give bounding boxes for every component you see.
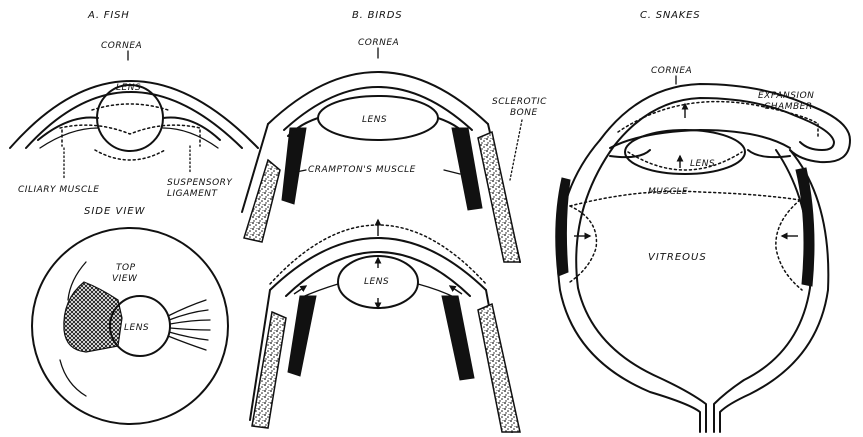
birds-cornea-label: CORNEA — [358, 38, 399, 48]
snakes-expansion-label: EXPANSION — [758, 91, 814, 101]
snakes-globe-right-inner — [714, 150, 810, 432]
snakes-vitreous-dotted-right — [776, 200, 802, 290]
fish-cornea-label: CORNEA — [101, 41, 142, 51]
birds-lower-cramptons-muscle-left — [288, 296, 316, 376]
birds-sclerotic-leader — [510, 120, 522, 180]
birds-bone-label: BONE — [510, 108, 538, 118]
fish-ciliary-label: CILIARY MUSCLE — [18, 185, 99, 195]
fish-dotted-muscle — [62, 130, 200, 146]
birds-cramptons-label: CRAMPTON'S MUSCLE — [308, 165, 416, 175]
snakes-vitreous-label: VITREOUS — [648, 252, 707, 263]
panel-snakes: C. SNAKES CORNEA LENS EXPANSION CHAMBER … — [556, 10, 850, 432]
birds-upper-sclerotic-bone-left — [244, 160, 280, 242]
birds-upper-sclerotic-bone-right — [478, 132, 520, 262]
snakes-lens-dotted — [628, 152, 742, 170]
birds-title: B. BIRDS — [352, 10, 402, 21]
snakes-iris-right-lip — [748, 150, 790, 157]
fish-top-view-lens-label: LENS — [124, 323, 149, 333]
snakes-chamber-label: CHAMBER — [764, 102, 813, 112]
fish-suspensory-label: SUSPENSORY — [167, 178, 233, 188]
birds-cramptons-leader-right — [444, 170, 460, 174]
birds-upper-cramptons-muscle-left — [282, 128, 306, 204]
fish-side-view-label: SIDE VIEW — [84, 206, 146, 217]
birds-lower-sclerotic-bone-right — [478, 304, 520, 432]
snakes-cornea-label: CORNEA — [651, 66, 692, 76]
snakes-title: C. SNAKES — [640, 10, 700, 21]
fish-view-label: VIEW — [112, 274, 138, 284]
birds-upper-lens-label: LENS — [362, 115, 387, 125]
birds-lower-cramptons-muscle-right — [442, 296, 474, 380]
fish-dotted-top — [92, 104, 168, 110]
panel-fish: A. FISH CORNEA LENS CILIARY MUSCLE SUSPE… — [10, 10, 258, 424]
snakes-globe-right-outer — [720, 150, 828, 432]
birds-sclerotic-label: SCLEROTIC — [492, 97, 547, 107]
snakes-lens — [625, 130, 745, 174]
birds-lower-lens-label: LENS — [364, 277, 389, 287]
fish-cornea-inner — [26, 92, 242, 148]
fish-top-view-ligament — [168, 300, 210, 350]
snakes-muscle-left — [556, 178, 570, 276]
fish-lens-label: LENS — [116, 83, 141, 93]
panel-birds: B. BIRDS CORNEA LENS CRAMPTON'S MUSCLE S… — [242, 10, 547, 432]
fish-top-label: TOP — [116, 263, 136, 273]
birds-upper-cramptons-muscle-right — [452, 128, 482, 210]
fish-title: A. FISH — [87, 10, 130, 21]
snakes-vitreous-dotted-left — [570, 206, 596, 282]
fish-top-view-fold-lower — [60, 360, 86, 396]
snakes-lens-label: LENS — [690, 159, 715, 169]
fish-ligament-label: LIGAMENT — [167, 189, 218, 199]
fish-lens — [97, 85, 163, 151]
